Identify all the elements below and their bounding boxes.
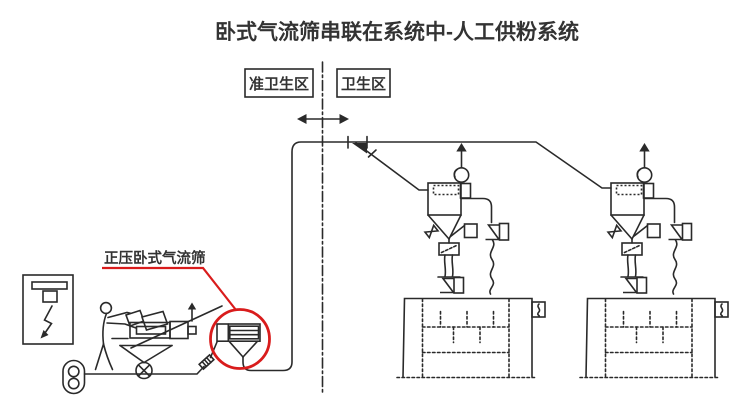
- zone-label-hygiene-text: 卫生区: [341, 75, 386, 93]
- two-way-flow-arrow: [297, 114, 349, 124]
- open-lid-line: [130, 305, 223, 349]
- zone-label-quasi-hygiene-text: 准卫生区: [249, 75, 309, 93]
- zone-label-quasi-hygiene: 准卫生区: [244, 68, 314, 98]
- filter-receiver-system-2: [579, 142, 729, 379]
- screw-feeder-icon: [129, 302, 197, 340]
- page-title: 卧式气流筛串联在系统中-人工供粉系统: [215, 20, 579, 44]
- filter-receiver-system-1: [396, 142, 546, 379]
- discharge-valve-icon: [135, 361, 153, 380]
- callout-label: 正压卧式气流筛: [104, 249, 206, 267]
- diverter-valve-marker: [352, 143, 367, 154]
- zone-label-hygiene: 卫生区: [336, 68, 391, 98]
- bag-dump-hopper-icon: [111, 302, 223, 380]
- branch-pipe: [355, 142, 429, 191]
- roots-blower-icon: [62, 359, 86, 395]
- highlight-circle: [209, 308, 271, 370]
- callout-leader-line: [102, 266, 237, 311]
- callout: 正压卧式气流筛: [102, 249, 271, 370]
- horizontal-air-sieve-icon: [216, 323, 261, 358]
- main-conveying-pipe: [242, 141, 612, 372]
- blower-air-line: [83, 365, 205, 375]
- electric-control-panel-icon: [22, 274, 74, 345]
- lightning-icon: [40, 305, 53, 339]
- powder-bag-icon: [140, 310, 169, 331]
- ejector-nozzle-icon: [198, 353, 215, 371]
